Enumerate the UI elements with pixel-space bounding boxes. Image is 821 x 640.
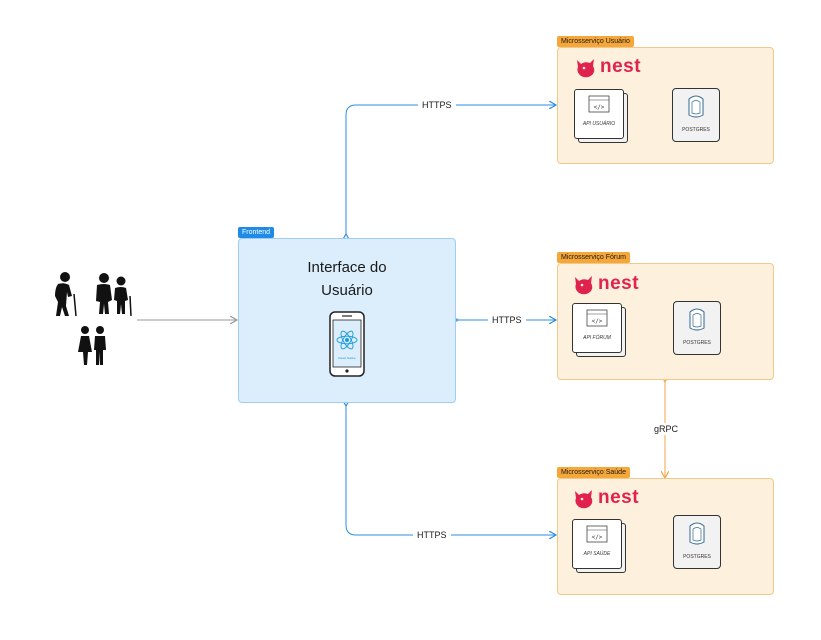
frontend-box: Interface do Usuário React Native — [238, 238, 456, 403]
service-saude-tag: Microsserviço Saúde — [557, 467, 630, 478]
nest-wordmark: nest — [598, 487, 640, 508]
code-window-icon: </> — [586, 525, 608, 543]
people-icon — [55, 272, 132, 365]
label-grpc: gRPC — [650, 423, 683, 435]
nest-cat-icon — [575, 490, 593, 509]
nest-logo: nest — [574, 56, 641, 78]
api-usuario-card: </> API USUÁRIO — [574, 89, 628, 143]
code-window-icon: </> — [588, 95, 610, 113]
db-label: POSTGRES — [683, 340, 711, 346]
nest-logo: nest — [572, 273, 639, 295]
svg-text:</>: </> — [594, 104, 605, 111]
api-label: API FÓRUM — [583, 335, 611, 341]
service-saude-box: nest </> API SAÚDE POSTGRES — [557, 478, 774, 595]
db-label: POSTGRES — [682, 127, 710, 133]
smartphone-icon: React Native — [329, 311, 365, 377]
postgres-saude-card: POSTGRES — [673, 515, 721, 569]
db-label: POSTGRES — [683, 554, 711, 560]
api-label: API USUÁRIO — [582, 121, 616, 127]
nest-logo: nest — [572, 487, 639, 509]
service-forum-box: nest </> API FÓRUM POSTGRES — [557, 263, 774, 380]
postgres-elephant-icon — [689, 308, 705, 331]
service-usuario-box: nest </> API USUÁRIO POSTGRES — [557, 47, 774, 164]
phone-caption: React Native — [338, 356, 356, 360]
label-https-forum: HTTPS — [488, 314, 526, 326]
frontend-tag: Frontend — [238, 227, 275, 238]
svg-text:</>: </> — [592, 318, 603, 325]
edge-frontend-usuario — [346, 105, 555, 235]
postgres-elephant-icon — [688, 95, 704, 118]
frontend-title-line2: Usuário — [321, 282, 373, 299]
postgres-elephant-icon — [689, 522, 705, 545]
service-usuario-tag: Microsserviço Usuário — [557, 36, 634, 47]
nest-cat-icon — [575, 276, 593, 295]
edge-frontend-saude — [346, 405, 555, 535]
api-forum-card: </> API FÓRUM — [572, 303, 626, 357]
postgres-usuario-card: POSTGRES — [672, 88, 720, 142]
code-window-icon: </> — [586, 309, 608, 327]
label-https-saude: HTTPS — [413, 529, 451, 541]
frontend-title-line1: Interface do — [307, 259, 387, 276]
nest-cat-icon — [577, 59, 595, 78]
service-forum-tag: Microsserviço Fórum — [557, 252, 630, 263]
react-icon — [336, 330, 358, 350]
svg-text:</>: </> — [592, 534, 603, 541]
label-https-usuario: HTTPS — [418, 99, 456, 111]
api-saude-card: </> API SAÚDE — [572, 519, 626, 573]
nest-wordmark: nest — [600, 56, 642, 77]
api-label: API SAÚDE — [583, 551, 611, 557]
postgres-forum-card: POSTGRES — [673, 301, 721, 355]
nest-wordmark: nest — [598, 273, 640, 294]
